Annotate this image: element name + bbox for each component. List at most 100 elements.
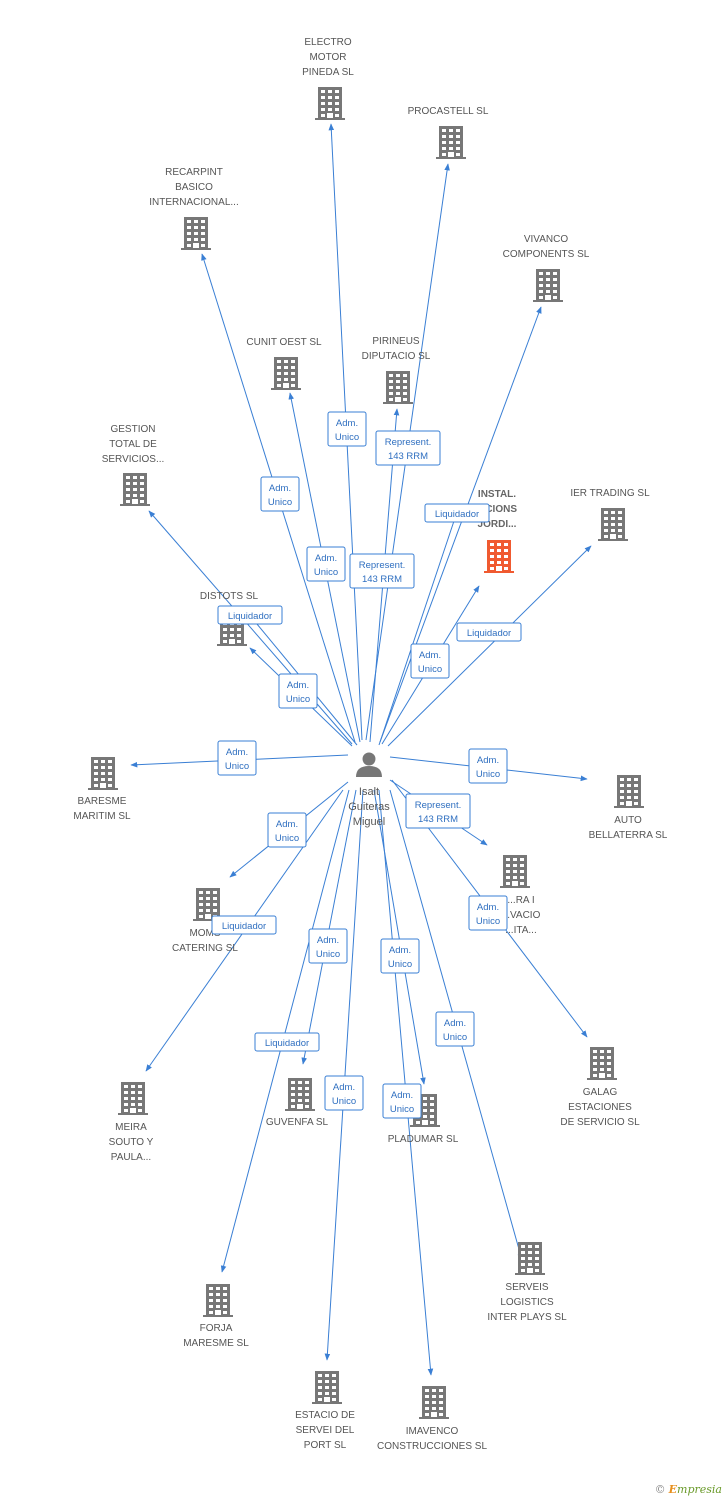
building-icon[interactable] bbox=[383, 371, 413, 404]
edge-label-imavenco[interactable]: Adm.Unico bbox=[382, 1083, 422, 1119]
building-window bbox=[108, 766, 112, 769]
edge-label-forja-maresme[interactable]: Liquidador bbox=[254, 1032, 320, 1052]
building-icon[interactable] bbox=[193, 888, 223, 921]
building-window bbox=[223, 640, 227, 643]
edge-label-recarpint[interactable]: Adm.Unico bbox=[260, 476, 300, 512]
building-window bbox=[138, 1085, 142, 1088]
edge-label-distots[interactable]: Adm.Unico bbox=[278, 673, 318, 709]
node-procastell[interactable]: PROCASTELL SL bbox=[408, 106, 489, 159]
node-label: MOTOR bbox=[309, 52, 346, 63]
building-window bbox=[425, 1389, 429, 1392]
edge-label-pladumar[interactable]: Adm.Unico bbox=[380, 938, 420, 974]
building-window bbox=[206, 897, 210, 900]
building-icon[interactable] bbox=[484, 540, 514, 573]
building-icon[interactable] bbox=[203, 1284, 233, 1317]
building-icon[interactable] bbox=[436, 126, 466, 159]
node-recarpint[interactable]: RECARPINTBASICOINTERNACIONAL... bbox=[149, 167, 239, 250]
edge-label-pirineus[interactable]: Represent.143 RRM bbox=[349, 553, 415, 589]
building-window bbox=[325, 1392, 329, 1395]
edge-gestion-total[interactable] bbox=[148, 510, 353, 745]
building-icon[interactable] bbox=[181, 217, 211, 250]
building-window bbox=[209, 1305, 213, 1308]
building-icon[interactable] bbox=[614, 775, 644, 808]
edge-label-moms-catering[interactable]: Adm.Unico bbox=[267, 812, 307, 848]
edge-label-procastell[interactable]: Represent.143 RRM bbox=[375, 430, 441, 466]
building-icon[interactable] bbox=[120, 473, 150, 506]
building-icon[interactable] bbox=[587, 1047, 617, 1080]
building-window bbox=[332, 1374, 336, 1377]
node-guvenfa[interactable]: GUVENFA SL bbox=[266, 1078, 329, 1128]
node-mora-servacio[interactable]: ...RA I...VACIO...ITA... bbox=[500, 855, 541, 936]
edge-label-ier-trading[interactable]: Liquidador bbox=[456, 622, 522, 642]
building-icon[interactable] bbox=[515, 1242, 545, 1275]
building-icon[interactable] bbox=[88, 757, 118, 790]
edge-estacio-servei-port[interactable] bbox=[324, 789, 364, 1361]
edge-label-estacio-servei-port[interactable]: Adm.Unico bbox=[324, 1075, 364, 1111]
building-icon[interactable] bbox=[271, 357, 301, 390]
node-label: SERVICIOS... bbox=[102, 454, 165, 465]
node-label: RECARPINT bbox=[165, 167, 223, 178]
building-icon[interactable] bbox=[315, 87, 345, 120]
building-window bbox=[535, 1245, 539, 1248]
node-label: CONSTRUCCIONES SL bbox=[377, 1441, 487, 1452]
edge-label-instal-jordi[interactable]: Adm.Unico bbox=[410, 643, 450, 679]
person-name: Isalt bbox=[359, 786, 379, 798]
edge-ier-trading[interactable] bbox=[387, 545, 592, 747]
edge-label-galag[interactable]: Adm.Unico bbox=[468, 895, 508, 931]
edge-label-box bbox=[380, 938, 420, 974]
building-window bbox=[201, 232, 205, 235]
empresia-credit[interactable]: ©Empresia bbox=[655, 1483, 722, 1496]
edge-label-cunit-oest[interactable]: Adm.Unico bbox=[306, 546, 346, 582]
edge-label-mora-servacio[interactable]: Represent.143 RRM bbox=[405, 793, 471, 829]
building-window bbox=[318, 1386, 322, 1389]
edge-label-distots[interactable]: Liquidador bbox=[217, 605, 283, 625]
building-window bbox=[611, 523, 615, 526]
edge-label-vivanco[interactable]: Liquidador bbox=[424, 503, 490, 523]
node-distots[interactable]: DISTOTS SL bbox=[200, 591, 259, 646]
edge-label-baresme-maritim[interactable]: Adm.Unico bbox=[217, 740, 257, 776]
node-ier-trading[interactable]: IER TRADING SL bbox=[570, 488, 650, 541]
building-icon[interactable] bbox=[312, 1371, 342, 1404]
building-icon[interactable] bbox=[598, 508, 628, 541]
building-window bbox=[332, 1380, 336, 1383]
building-window bbox=[298, 1087, 302, 1090]
building-icon[interactable] bbox=[500, 855, 530, 888]
edge-label-auto-bellaterra[interactable]: Adm.Unico bbox=[468, 748, 508, 784]
node-cunit-oest[interactable]: CUNIT OEST SL bbox=[246, 337, 322, 390]
building-icon[interactable] bbox=[285, 1078, 315, 1111]
node-instal-jordi[interactable]: INSTAL....CIONSJORDI... bbox=[477, 489, 517, 573]
edge-imavenco[interactable] bbox=[378, 789, 434, 1376]
building-icon[interactable] bbox=[419, 1386, 449, 1419]
edge-forja-maresme[interactable] bbox=[220, 789, 350, 1273]
edge-label-meira-souto[interactable]: Liquidador bbox=[211, 915, 277, 935]
building-window bbox=[277, 384, 281, 387]
building-window bbox=[539, 272, 543, 275]
edge-label-guvenfa[interactable]: Adm.Unico bbox=[308, 928, 348, 964]
node-label: PROCASTELL SL bbox=[408, 106, 489, 117]
building-icon[interactable] bbox=[118, 1082, 148, 1115]
edge-guvenfa[interactable] bbox=[301, 789, 357, 1065]
edge-pladumar[interactable] bbox=[373, 789, 426, 1085]
edge-vivanco[interactable] bbox=[378, 514, 457, 746]
building-window bbox=[199, 897, 203, 900]
edge-vivanco[interactable] bbox=[379, 306, 542, 743]
edge-label-electro-motor-pineda[interactable]: Adm.Unico bbox=[327, 411, 367, 447]
building-window bbox=[291, 372, 295, 375]
edge-label-box bbox=[468, 748, 508, 784]
edge-label-serveis-logistics[interactable]: Adm.Unico bbox=[435, 1011, 475, 1047]
building-icon[interactable] bbox=[533, 269, 563, 302]
